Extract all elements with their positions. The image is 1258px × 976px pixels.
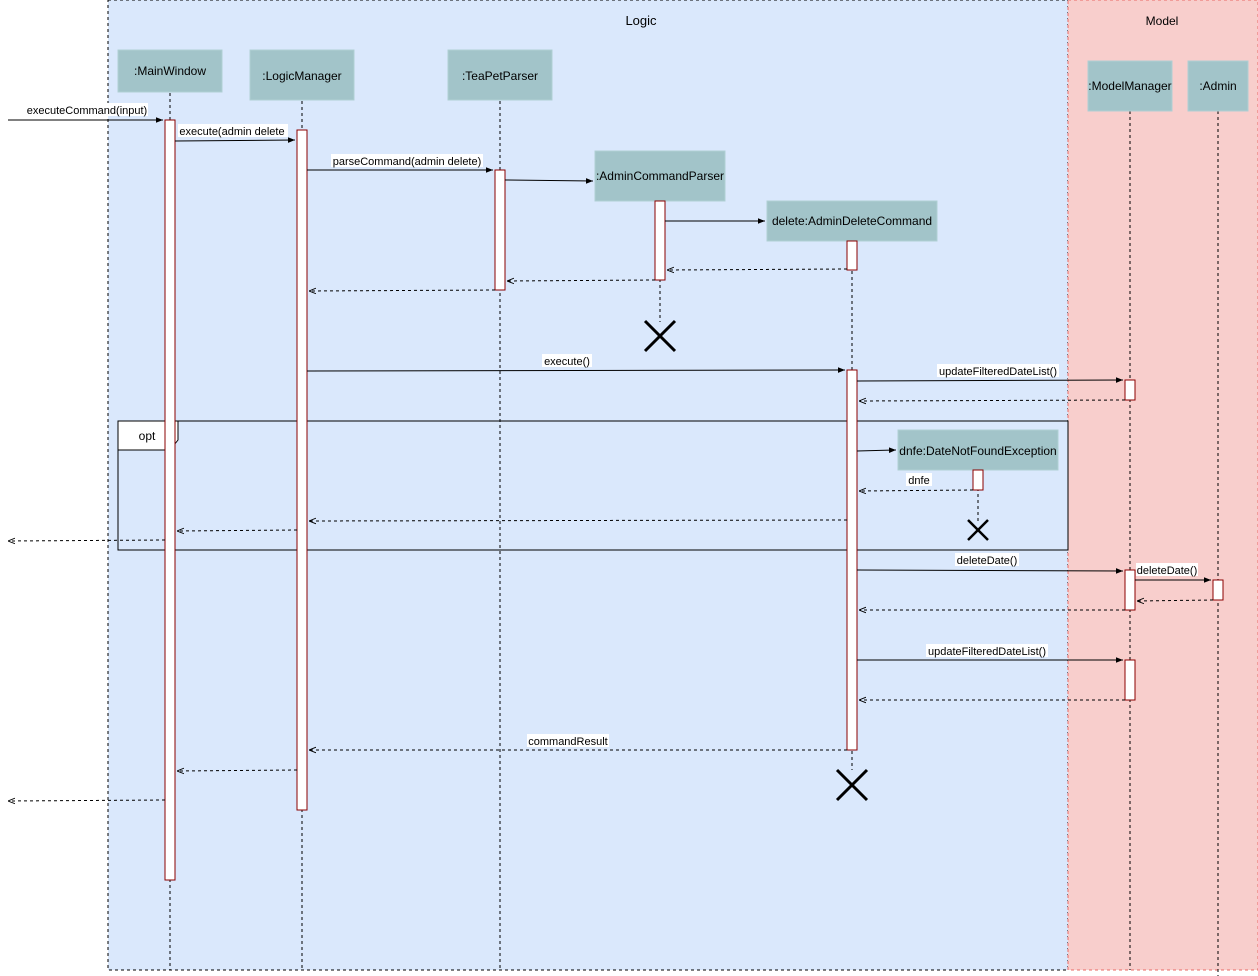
- participant-label: dnfe:DateNotFoundException: [899, 444, 1056, 458]
- label-bg: [527, 734, 609, 747]
- participant-label: :LogicManager: [262, 69, 341, 83]
- participant-mainwindow: :MainWindow: [117, 49, 223, 93]
- message-create-admincommandparser: [504, 178, 594, 184]
- activation-admincommandparser: [654, 200, 666, 281]
- label-execute: execute(): [544, 356, 590, 368]
- participant-admincommandparser: :AdminCommandParser: [594, 150, 726, 202]
- activation-modelmanager-update-1: [1124, 379, 1136, 401]
- message-execute: [306, 367, 846, 373]
- label-bg: [178, 124, 288, 137]
- return-admincommandparser: [507, 280, 656, 281]
- label-delete-date: deleteDate(): [957, 555, 1018, 567]
- label-bg: [955, 553, 1019, 566]
- participant-admindeletecommand: delete:AdminDeleteCommand: [766, 200, 938, 242]
- participant-box: [249, 49, 355, 101]
- message-update-filtered-date-list-1: [856, 377, 1124, 383]
- participant-label: :MainWindow: [134, 64, 206, 78]
- participant-box: [117, 49, 223, 93]
- participant-label: :ModelManager: [1088, 79, 1171, 93]
- model-frame-label: Model: [1146, 14, 1179, 28]
- label-bg: [542, 354, 592, 367]
- destruction-marks: [643, 319, 989, 802]
- return-admin-delete-date: [1137, 600, 1214, 601]
- participant-label: :TeaPetParser: [462, 69, 538, 83]
- label-parse-command: parseCommand(admin delete): [333, 156, 482, 168]
- activation-logicmanager: [296, 129, 308, 811]
- model-frame-box: [1067, 0, 1258, 971]
- call-messages: [8, 117, 1211, 663]
- activation-admin-delete: [1212, 579, 1224, 601]
- logic-frame-label: Logic: [625, 13, 657, 28]
- label-command-result: commandResult: [528, 736, 607, 748]
- label-bg: [26, 103, 148, 116]
- label-dnfe: dnfe: [908, 475, 929, 487]
- message-delete-date: [856, 568, 1124, 574]
- participant-box: [897, 429, 1059, 471]
- activation-mainwindow: [164, 119, 176, 881]
- participant-box: [1187, 60, 1249, 112]
- participant-label: :AdminCommandParser: [596, 169, 724, 183]
- label-execute-command: executeCommand(input): [27, 105, 147, 117]
- label-bg: [906, 473, 932, 486]
- label-update-filtered-date-list-2: updateFilteredDateList(): [928, 646, 1046, 658]
- label-bg: [937, 364, 1059, 377]
- return-teapetparser: [309, 290, 496, 291]
- participant-label: delete:AdminDeleteCommand: [772, 214, 932, 228]
- participant-box: [447, 49, 553, 101]
- return-update-filtered-date-list-1: [859, 400, 1126, 401]
- participant-teapetparser: :TeaPetParser: [447, 49, 553, 101]
- activation-admindeletecommand-execute: [846, 369, 858, 751]
- participant-label: :Admin: [1199, 79, 1236, 93]
- message-labels: executeCommand(input) execute(admin dele…: [26, 103, 1198, 748]
- return-to-mainwindow: [177, 770, 298, 771]
- return-to-caller: [8, 800, 166, 801]
- label-bg: [1136, 563, 1198, 576]
- activation-admindeletecommand-create: [846, 240, 858, 271]
- return-admindeletecommand: [667, 269, 848, 270]
- label-bg: [331, 154, 483, 167]
- destroy-admindeletecommand: [835, 768, 869, 802]
- activations: [164, 119, 1224, 881]
- label-bg: [926, 644, 1048, 657]
- participant-admin: :Admin: [1187, 60, 1249, 112]
- participant-modelmanager: :ModelManager: [1087, 60, 1173, 112]
- return-messages: [8, 269, 1214, 801]
- destroy-datenotfoundexception: [967, 519, 989, 541]
- activation-teapetparser: [494, 169, 506, 291]
- opt-fragment-label: opt: [139, 429, 156, 443]
- activation-modelmanager-update-2: [1124, 659, 1136, 701]
- label-update-filtered-date-list-1: updateFilteredDateList(): [939, 366, 1057, 378]
- participant-datenotfoundexception: dnfe:DateNotFoundException: [897, 429, 1059, 471]
- message-execute-admin-delete: [174, 137, 296, 143]
- label-execute-admin-delete: execute(admin delete: [179, 126, 284, 138]
- return-dnfe-to-mainwindow: [177, 530, 298, 531]
- activation-datenotfoundexception: [972, 469, 984, 491]
- destroy-admincommandparser: [643, 319, 677, 353]
- participant-box: [1087, 60, 1173, 112]
- return-dnfe: [859, 490, 974, 491]
- label-admin-delete-date: deleteDate(): [1137, 565, 1198, 577]
- participant-logicmanager: :LogicManager: [249, 49, 355, 101]
- activation-modelmanager-delete: [1124, 569, 1136, 611]
- model-frame: Model: [1067, 0, 1258, 971]
- opt-fragment-box: [117, 420, 1069, 551]
- message-create-dnfe: [856, 447, 897, 453]
- return-dnfe-to-caller: [8, 540, 166, 541]
